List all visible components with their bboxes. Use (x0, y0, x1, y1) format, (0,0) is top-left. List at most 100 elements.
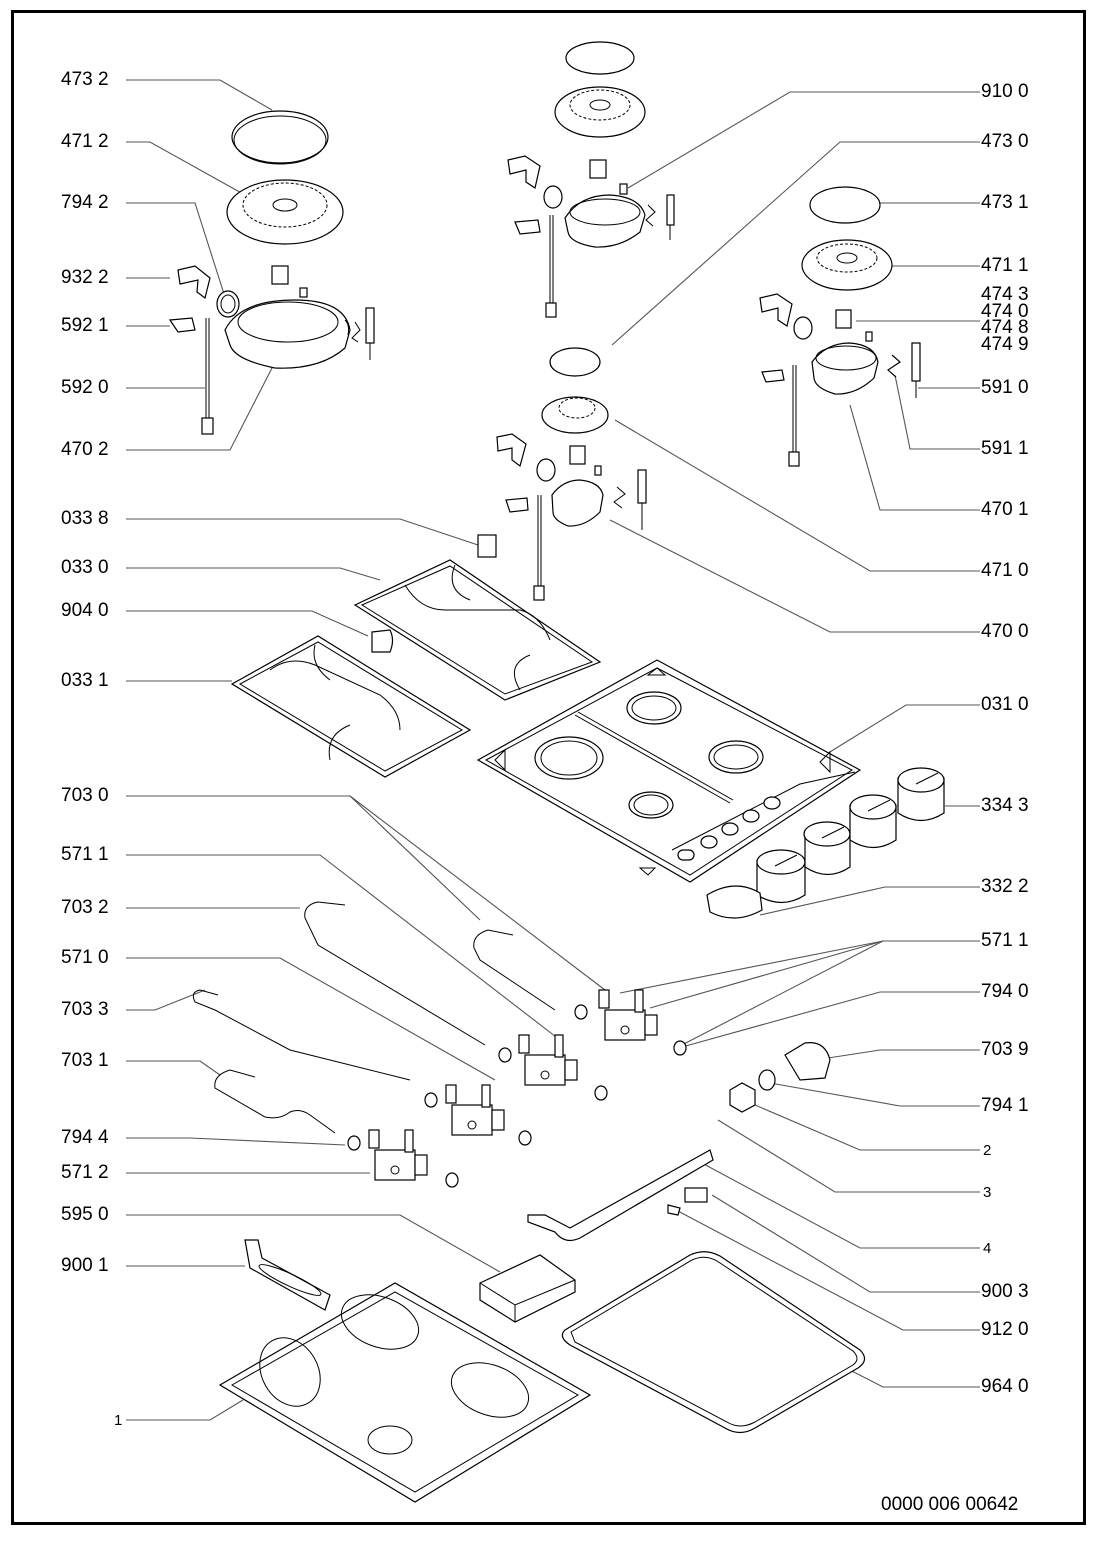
seal-794-0 (673, 1040, 687, 1056)
burner-base-470-2 (224, 299, 351, 369)
leader-794-4 (126, 1137, 346, 1146)
rail-4 (527, 1149, 714, 1242)
burner-head-471-2 (226, 179, 344, 245)
knob-hole-4 (763, 796, 781, 810)
label-794-1: 794 1 (981, 1095, 1029, 1116)
burner-small-center (496, 347, 647, 601)
leader-910-0 (627, 91, 980, 189)
pan-supports (230, 534, 602, 778)
label-910-0: 910 0 (981, 81, 1029, 102)
pipe-703-2 (304, 901, 486, 1046)
leader-571-1c (649, 940, 884, 1009)
burner-medium-right (759, 186, 921, 467)
leader-591-1 (894, 374, 980, 450)
gas-inlet-parts (527, 1042, 831, 1242)
burner-cap-473-1 (809, 186, 881, 224)
label-031-0: 031 0 (981, 694, 1029, 715)
leader-703-3 (126, 989, 206, 1011)
label-904-0: 904 0 (61, 600, 109, 621)
knob-hole-2 (721, 822, 739, 836)
leader-470-0 (609, 519, 980, 633)
leader-473-0 (611, 141, 980, 346)
valve-571-0 (518, 1034, 578, 1086)
label-571-0: 571 0 (61, 947, 109, 968)
gas-pipes (192, 901, 556, 1134)
leader-473-2 (126, 79, 273, 111)
label-900-1: 900 1 (61, 1255, 109, 1276)
leader-703-0 (126, 795, 481, 921)
bracket-900-1 (244, 1239, 331, 1311)
elbow-703-9 (784, 1042, 831, 1081)
leader-703-1 (126, 1060, 221, 1076)
label-1: 1 (114, 1412, 123, 1429)
label-470-0: 470 0 (981, 621, 1029, 642)
leader-912-0 (675, 1209, 980, 1331)
clip-592-1 (168, 317, 196, 333)
leader-900-3 (711, 1194, 980, 1293)
hob-glass-plate (476, 659, 862, 883)
spring-591-1 (887, 354, 901, 378)
knob-2 (803, 821, 851, 876)
label-471-2: 471 2 (61, 131, 109, 152)
leader-332-2 (759, 886, 980, 916)
leader-595-0 (126, 1214, 501, 1273)
burner-head-471-1 (801, 239, 893, 291)
label-470-1: 470 1 (981, 499, 1029, 520)
label-473-2: 473 2 (61, 69, 109, 90)
label-932-2: 932 2 (61, 267, 109, 288)
label-794-0: 794 0 (981, 981, 1029, 1002)
label-571-1: 571 1 (61, 844, 109, 865)
leader-lines (126, 79, 980, 1421)
knob-4 (897, 767, 945, 822)
label-470-2: 470 2 (61, 439, 109, 460)
injector-474 (835, 309, 852, 329)
seal-964-0 (561, 1251, 866, 1434)
nut-2 (729, 1082, 756, 1113)
knob-1 (756, 849, 806, 904)
leader-904-0 (126, 610, 369, 637)
hob-top-031-0 (476, 659, 862, 883)
screw-912-0 (667, 1204, 681, 1216)
leader-571-1b (619, 940, 980, 994)
leader-571-1d (677, 940, 884, 1048)
leader-703-0b (349, 795, 606, 991)
document-number: 0000 006 00642 (881, 1494, 1019, 1515)
burner-cap-473-2 (231, 110, 329, 164)
valve-571-1c (445, 1084, 505, 1136)
burner-head-top (554, 86, 646, 138)
label-703-9: 703 9 (981, 1039, 1029, 1060)
label-stack-474: 474 3 474 0 474 8 474 9 (981, 284, 1029, 355)
burner-cap-473-0 (549, 347, 601, 377)
leader-470-2 (126, 367, 273, 451)
label-592-0: 592 0 (61, 377, 109, 398)
control-knobs-334-3 (706, 767, 945, 919)
ignition-electrode (365, 307, 375, 344)
label-033-8: 033 8 (61, 508, 109, 529)
lower-components (218, 1239, 866, 1503)
label-703-2: 703 2 (61, 897, 109, 918)
label-703-0: 703 0 (61, 785, 109, 806)
ignition-button-332-2 (706, 885, 763, 919)
seal-794-1 (758, 1069, 776, 1091)
label-474-3: 474 3 (981, 284, 1029, 305)
burner-medium-top (507, 41, 675, 318)
valve-571-2 (368, 1129, 428, 1181)
leader-471-0 (614, 419, 980, 572)
pan-support-033-1 (230, 635, 472, 778)
burner-head-471-0 (541, 396, 609, 434)
clamp-900-3 (684, 1187, 708, 1203)
label-474-9: 474 9 (981, 333, 1029, 355)
clip-932-2 (177, 265, 211, 300)
leader-794-0 (681, 991, 980, 1048)
label-703-3: 703 3 (61, 999, 109, 1020)
leader-2 (747, 1101, 980, 1151)
knob-hole-3 (742, 809, 760, 823)
leader-1 (126, 1399, 244, 1421)
label-474-8: 474 8 (981, 317, 1029, 338)
leader-3 (717, 1119, 980, 1193)
pipe-703-1 (214, 1069, 336, 1134)
label-473-0: 473 0 (981, 131, 1029, 152)
hob-burner-hole-large (534, 736, 604, 780)
label-794-4: 794 4 (61, 1127, 109, 1148)
label-3: 3 (983, 1184, 992, 1201)
